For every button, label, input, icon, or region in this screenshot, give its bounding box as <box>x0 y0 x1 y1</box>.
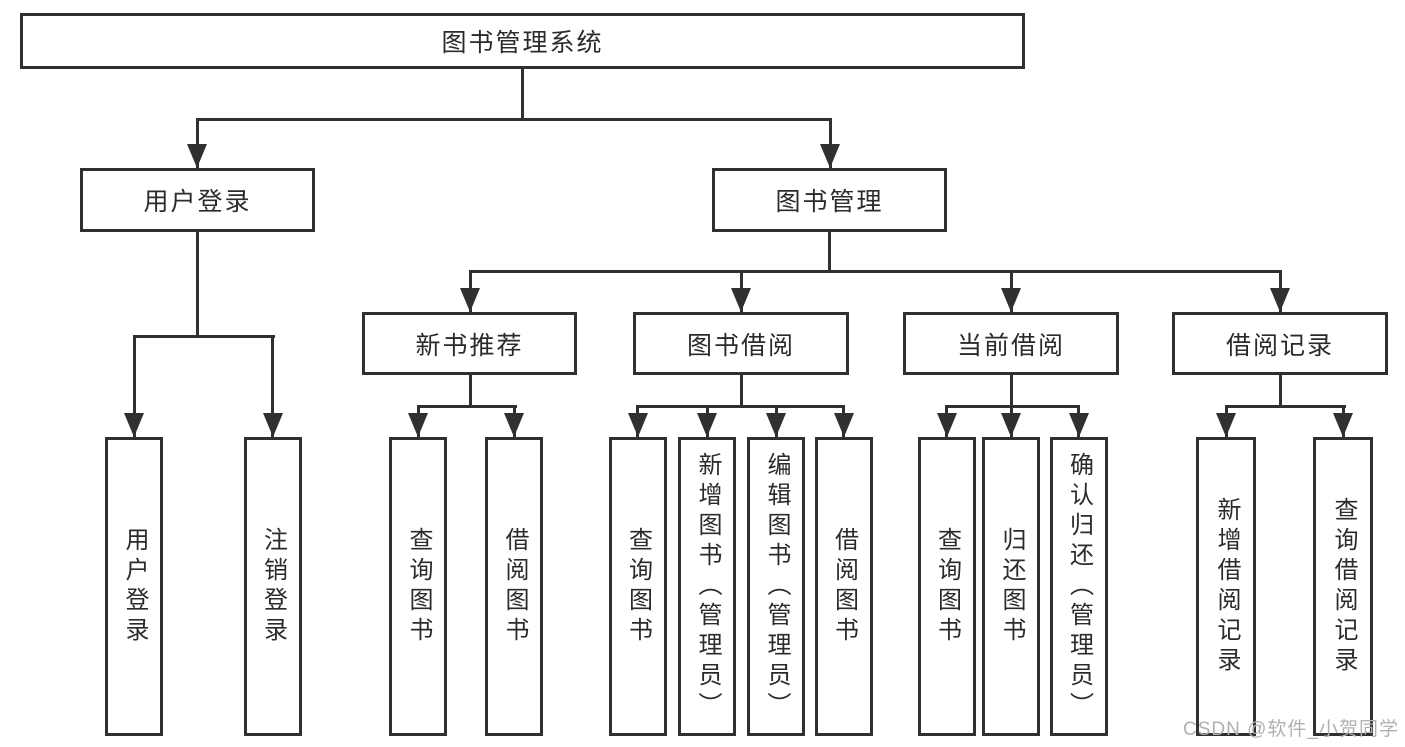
connector-vline <box>520 69 524 120</box>
node-label: 归还图书 <box>998 526 1025 647</box>
node-new-book-recommendation: 新书推荐 <box>362 312 577 375</box>
connector-vline <box>468 375 472 408</box>
connector-hline <box>416 405 517 408</box>
connector-vline <box>271 335 274 437</box>
connector-hline <box>1224 405 1346 408</box>
node-label: 编辑图书（管理员） <box>763 451 790 722</box>
arrowhead-down-icon <box>697 413 717 437</box>
leaf-return-books: 归还图书 <box>982 437 1040 736</box>
node-label: 新增图书（管理员） <box>694 451 721 722</box>
node-label: 用户登录 <box>121 526 148 647</box>
node-label: 注销登录 <box>259 526 287 647</box>
arrowhead-down-icon <box>460 288 480 312</box>
arrowhead-down-icon <box>1001 413 1021 437</box>
leaf-edit-book-admin: 编辑图书（管理员） <box>747 437 805 736</box>
arrowhead-down-icon <box>936 413 957 437</box>
node-label: 查询图书 <box>624 526 652 647</box>
connector-hline <box>945 405 1080 408</box>
node-label: 新增借阅记录 <box>1213 496 1240 677</box>
connector-vline <box>739 375 743 408</box>
node-user-login: 用户登录 <box>80 168 315 232</box>
node-label: 当前借阅 <box>956 331 1065 360</box>
node-current-borrowing: 当前借阅 <box>903 312 1119 375</box>
leaf-confirm-return-admin: 确认归还（管理员） <box>1049 437 1108 736</box>
leaf-add-book-admin: 新增图书（管理员） <box>678 437 736 736</box>
connector-vline <box>132 335 136 437</box>
arrowhead-down-icon <box>1001 288 1021 312</box>
node-label: 查询借阅记录 <box>1330 496 1357 677</box>
node-label: 用户登录 <box>143 188 252 216</box>
arrowhead-down-icon <box>124 413 144 437</box>
node-label: 借阅图书 <box>830 526 858 647</box>
node-label: 确认归还（管理员） <box>1065 451 1093 722</box>
arrowhead-down-icon <box>833 413 854 437</box>
arrowhead-down-icon <box>408 413 428 437</box>
leaf-borrow-books-2: 借阅图书 <box>814 437 873 736</box>
leaf-query-books-3: 查询图书 <box>917 437 976 736</box>
node-label: 查询图书 <box>405 526 432 647</box>
node-label: 借阅记录 <box>1225 331 1334 360</box>
leaf-add-borrow-record: 新增借阅记录 <box>1196 437 1256 736</box>
leaf-user-login: 用户登录 <box>105 437 163 736</box>
arrowhead-down-icon <box>766 413 786 437</box>
arrowhead-down-icon <box>1333 413 1353 437</box>
node-label: 图书借阅 <box>686 331 795 360</box>
arrowhead-down-icon <box>1216 413 1236 437</box>
arrowhead-down-icon <box>187 144 207 168</box>
arrowhead-down-icon <box>262 413 283 437</box>
connector-vline <box>1278 375 1282 408</box>
node-borrowing-records: 借阅记录 <box>1172 312 1388 375</box>
leaf-query-borrow-record: 查询借阅记录 <box>1313 437 1373 736</box>
connector-vline <box>195 232 199 338</box>
connector-vline <box>827 232 831 273</box>
leaf-query-books-1: 查询图书 <box>389 437 447 736</box>
node-label: 图书管理系统 <box>441 29 604 57</box>
csdn-watermark: CSDN @软件_小贺同学 <box>1183 719 1399 740</box>
node-library-management-system: 图书管理系统 <box>20 13 1025 69</box>
node-label: 图书管理 <box>775 188 884 216</box>
leaf-query-books-2: 查询图书 <box>608 437 667 736</box>
leaf-borrow-books-1: 借阅图书 <box>485 437 543 736</box>
node-label: 借阅图书 <box>501 526 528 647</box>
arrowhead-down-icon <box>504 413 524 437</box>
node-label: 新书推荐 <box>415 331 524 360</box>
connector-vline <box>1009 375 1013 408</box>
connector-hline <box>636 405 845 408</box>
node-label: 查询图书 <box>933 526 961 647</box>
arrowhead-down-icon <box>627 413 648 437</box>
leaf-logout: 注销登录 <box>243 437 302 736</box>
connector-hline <box>132 335 275 338</box>
node-book-management: 图书管理 <box>712 168 947 232</box>
arrowhead-down-icon <box>1270 288 1290 312</box>
arrowhead-down-icon <box>1068 413 1089 437</box>
arrowhead-down-icon <box>820 144 840 168</box>
node-book-borrowing: 图书借阅 <box>633 312 849 375</box>
connector-hline <box>468 270 1282 273</box>
arrowhead-down-icon <box>731 288 751 312</box>
connector-hline <box>195 118 832 121</box>
